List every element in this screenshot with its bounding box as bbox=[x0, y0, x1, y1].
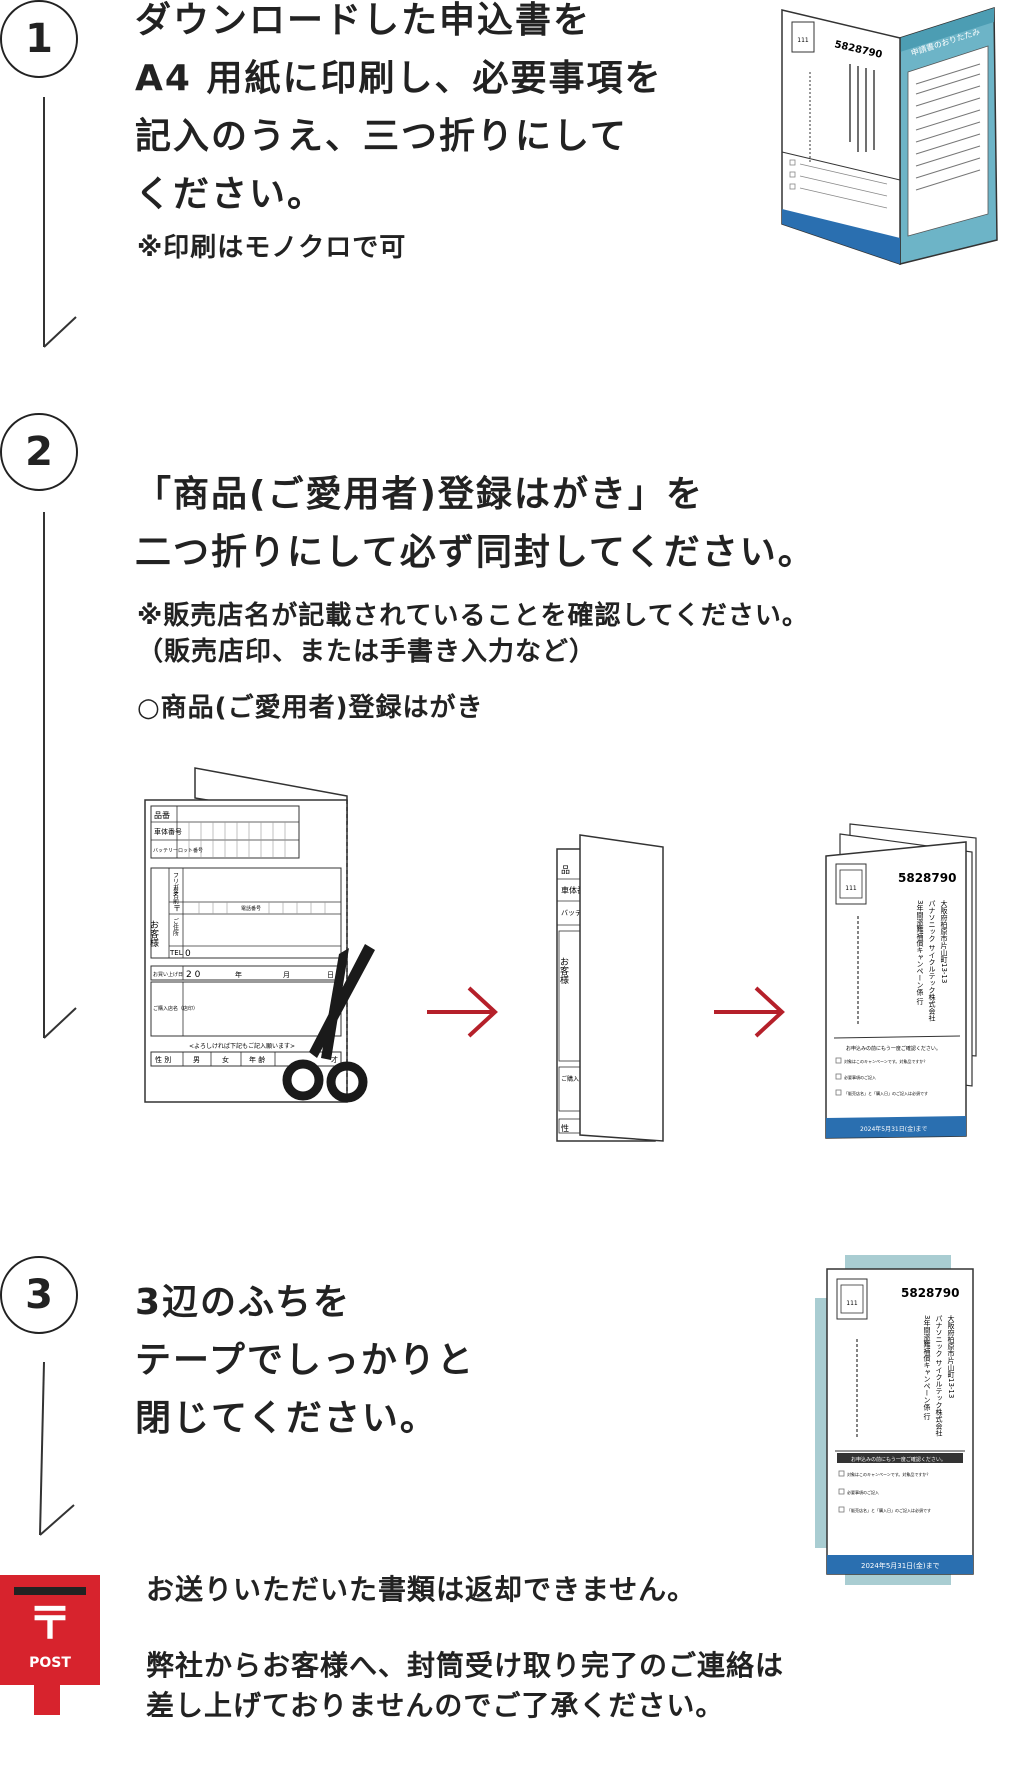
postcard-tel-zero: 0 bbox=[185, 949, 191, 959]
taped-campaign: 3年間盗難補償キャンペーン係 行 bbox=[923, 1315, 931, 1421]
postcard-row-model: 品番 bbox=[154, 810, 170, 820]
post-box-icon: 〒 POST bbox=[0, 1575, 100, 1685]
postcard-female: 女 bbox=[222, 1055, 229, 1064]
post-box-slot bbox=[14, 1587, 86, 1595]
postcard-age: 年 齢 bbox=[249, 1055, 265, 1064]
tri-company: パナソニック サイクルテック株式会社 bbox=[928, 900, 936, 1022]
postcard-day: 日 bbox=[327, 971, 334, 979]
step3-arrow-line bbox=[39, 1361, 75, 1536]
step1-line-3: 記入のうえ、三つ折りにして bbox=[135, 116, 628, 157]
taped-check-1: 対象はこのキャンペーンです。対象品ですか？ bbox=[847, 1471, 930, 1477]
postal-mark-icon: 〒 bbox=[28, 1598, 72, 1649]
tri-postal-code: 5828790 bbox=[898, 871, 956, 885]
right-arrow-icon-2 bbox=[714, 986, 785, 1038]
scissors-icon bbox=[282, 944, 375, 1103]
registration-postcard-illustration: 品番 車体番号 バッテリーロット番号 お客様 フリガナ お名前 〒 ご住所 電話… bbox=[144, 767, 375, 1103]
step1-heading: ダウンロードした申込書を A4 用紙に印刷し、必要事項を 記入のうえ、三つ折りに… bbox=[135, 0, 662, 224]
tri-address: 大阪府柏原市片山町13-13 bbox=[940, 899, 948, 983]
step1-note: ※印刷はモノクロで可 bbox=[137, 233, 407, 263]
back-shop: ご購入 （店 bbox=[561, 1075, 593, 1083]
tri-checklist-title: お申込みの前にもう一度ご確認ください。 bbox=[846, 1045, 941, 1052]
postcard-age-unit: 才 bbox=[331, 1055, 338, 1064]
folded-application-form-illustration: 申請書のおりたたみ 111 5828790 bbox=[781, 6, 998, 266]
taped-company: パナソニック サイクルテック株式会社 bbox=[935, 1315, 943, 1437]
postcard-tel: TEL bbox=[169, 949, 183, 957]
taped-checklist-title: お申込みの前にもう一度ご確認ください。 bbox=[851, 1456, 946, 1463]
back-customer: お客様 bbox=[558, 957, 569, 984]
back-gender: 性 bbox=[561, 1123, 569, 1133]
right-arrow-icon-1 bbox=[427, 986, 498, 1038]
footer-notice-return: お送りいただいた書類は返却できません。 bbox=[146, 1573, 697, 1606]
post-box-stand bbox=[34, 1685, 60, 1715]
back-label-1: 品 bbox=[561, 865, 570, 876]
post-label: POST bbox=[29, 1655, 71, 1671]
step3-line-1: 3辺のふちを bbox=[135, 1282, 351, 1323]
step1-line-4: ください。 bbox=[135, 174, 326, 215]
postcard-request: <よろしければ下記もご記入願います> bbox=[189, 1042, 295, 1050]
postcard-gender: 性 別 bbox=[155, 1055, 171, 1064]
postcard-name: お名前 bbox=[172, 886, 179, 905]
footer-notice-contact-1: 弊社からお客様へ、封筒受け取り完了のご連絡は bbox=[146, 1649, 785, 1682]
step2-note-line-2: （販売店印、または手書き入力など） bbox=[137, 637, 597, 667]
postcard-year: 年 bbox=[235, 970, 242, 979]
postcard-year-prefix: 2 0 bbox=[186, 970, 201, 980]
taped-check-2: 必要事項のご記入 bbox=[847, 1489, 879, 1495]
step-number-3: 3 bbox=[0, 1256, 78, 1334]
taped-deadline: 2024年5月31日(金)まで bbox=[861, 1561, 940, 1570]
step3-heading: 3辺のふちを テープでしっかりと 閉じてください。 bbox=[135, 1274, 475, 1448]
postcard-address: ご住所 bbox=[172, 917, 179, 937]
step-number-2: 2 bbox=[0, 413, 78, 491]
postcard-phone: 電話番号 bbox=[241, 905, 261, 912]
postcard-row-frame: 車体番号 bbox=[154, 827, 182, 836]
postcard-furigana: フリガナ bbox=[172, 872, 179, 896]
tri-check-3: 「販売店名」と「購入日」のご記入は必須です bbox=[844, 1090, 928, 1096]
step2-heading: 「商品(ご愛用者)登録はがき」を 二つ折りにして必ず同封してください。 bbox=[135, 466, 816, 582]
tri-stamp-label: 111 bbox=[845, 885, 857, 892]
step1-line-2: A4 用紙に印刷し、必要事項を bbox=[135, 58, 663, 99]
taped-envelope-illustration: 111 5828790 大阪府柏原市片山町13-13 パナソニック サイクルテッ… bbox=[815, 1255, 974, 1585]
step1-arrow-line bbox=[43, 97, 77, 348]
postcard-shop: ご購入店名（店印） bbox=[153, 1005, 198, 1012]
step1-line-1: ダウンロードした申込書を bbox=[135, 0, 592, 41]
postcard-male: 男 bbox=[193, 1056, 200, 1064]
step2-line-1: 「商品(ご愛用者)登録はがき」を bbox=[135, 474, 704, 515]
tri-check-2: 必要事項のご記入 bbox=[844, 1074, 876, 1080]
postcard-month: 月 bbox=[283, 971, 290, 979]
step2-line-2: 二つ折りにして必ず同封してください。 bbox=[135, 532, 816, 573]
postcard-zip: 〒 bbox=[173, 904, 181, 913]
mini-stamp-label: 111 bbox=[797, 37, 809, 44]
postcard-row-battery: バッテリーロット番号 bbox=[153, 847, 203, 854]
step2-arrow-line bbox=[43, 512, 77, 1039]
postcard-customer-label: お客様 bbox=[148, 920, 159, 947]
step3-line-3: 閉じてください。 bbox=[135, 1398, 438, 1439]
tri-folded-envelope-illustration: 111 5828790 大阪府柏原市片山町13-13 パナソニック サイクルテッ… bbox=[825, 823, 977, 1139]
step-number-1: 1 bbox=[0, 0, 78, 78]
taped-stamp-label: 111 bbox=[846, 1300, 858, 1307]
postcard-item-label: ○商品(ご愛用者)登録はがき bbox=[137, 693, 484, 723]
taped-postal-code: 5828790 bbox=[901, 1286, 959, 1300]
taped-address: 大阪府柏原市片山町13-13 bbox=[947, 1314, 955, 1398]
tri-deadline: 2024年5月31日(金)まで bbox=[860, 1125, 927, 1133]
half-folded-postcard-illustration: 品 車体番 バッテ ロット お客様 ご購入 （店 性 bbox=[556, 834, 664, 1142]
step2-note-line-1: ※販売店名が記載されていることを確認してください。 bbox=[137, 601, 809, 631]
taped-check-3: 「販売店名」と「購入日」のご記入は必須です bbox=[847, 1507, 931, 1513]
step3-line-2: テープでしっかりと bbox=[135, 1340, 475, 1381]
footer-notice-contact-2: 差し上げておりませんのでご了承ください。 bbox=[146, 1689, 725, 1722]
tri-campaign: 3年間盗難補償キャンペーン係 行 bbox=[916, 900, 924, 1006]
postcard-purchase-date: お買い上げ日 bbox=[153, 971, 183, 978]
tri-check-1: 対象はこのキャンペーンです。対象品ですか？ bbox=[844, 1058, 927, 1064]
back-label-2: 車体番 bbox=[561, 885, 585, 895]
step2-note: ※販売店名が記載されていることを確認してください。 （販売店印、または手書き入力… bbox=[137, 598, 809, 670]
